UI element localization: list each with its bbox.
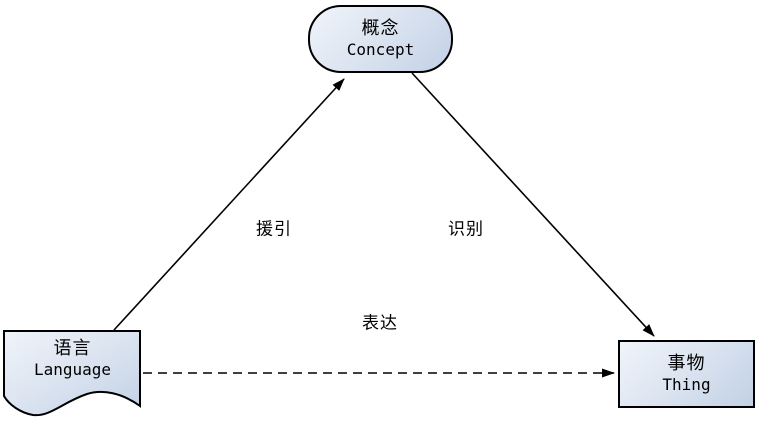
edge-cite-line	[113, 78, 345, 331]
node-thing-label-en: Thing	[662, 375, 711, 394]
node-concept-label-en: Concept	[346, 40, 415, 59]
edge-label-express: 表达	[362, 313, 398, 334]
node-thing[interactable]: 事物 Thing	[618, 340, 755, 408]
edge-label-identify: 识别	[448, 219, 484, 240]
node-language-label-en: Language	[33, 360, 112, 379]
node-thing-label-zh: 事物	[667, 353, 706, 374]
edge-label-cite: 援引	[256, 219, 292, 240]
node-concept[interactable]: 概念 Concept	[308, 5, 453, 73]
node-language-label-zh: 语言	[53, 338, 92, 359]
node-language[interactable]: 语言 Language	[3, 338, 142, 380]
edge-identify-line	[411, 72, 655, 337]
language-node-shape[interactable]	[3, 330, 141, 417]
node-concept-label-zh: 概念	[361, 18, 400, 39]
